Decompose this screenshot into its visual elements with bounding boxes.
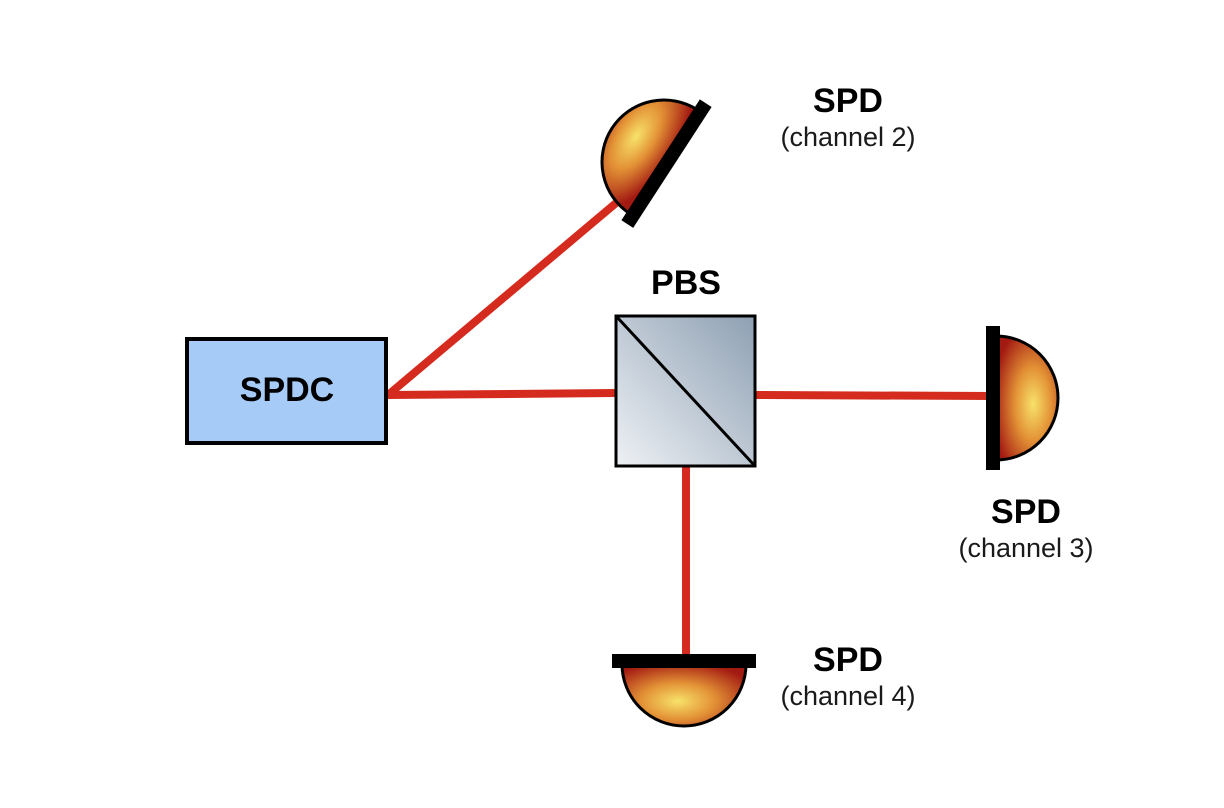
detector-dome <box>994 334 1060 462</box>
beam-paths <box>385 162 995 655</box>
detector-4-name: SPD <box>813 641 883 679</box>
pbs-split-surface <box>614 314 757 468</box>
detector-dome <box>620 662 748 728</box>
detector-3-name: SPD <box>991 493 1061 531</box>
detector-plate <box>986 326 1000 470</box>
detector-plate <box>621 99 712 228</box>
spdc-label: SPDC <box>240 371 334 409</box>
beam-spdc-to-detector-2 <box>385 162 663 399</box>
detector-3-channel: (channel 3) <box>958 533 1093 563</box>
detector-2-channel: (channel 2) <box>780 122 915 152</box>
detector-channel-3: SPD (channel 3) <box>958 326 1094 563</box>
pbs-label: PBS <box>651 264 721 302</box>
pbs-cube: PBS <box>614 264 757 468</box>
spdc-box <box>185 337 388 445</box>
detector-plate <box>612 654 756 668</box>
beam-spdc-to-pbs <box>387 389 617 399</box>
spdc-source: SPDC <box>185 337 388 445</box>
detector-2-name: SPD <box>813 82 883 120</box>
detector-channel-4: SPD (channel 4) <box>612 641 916 728</box>
detector-channel-2: SPD (channel 2) <box>600 82 916 228</box>
detector-dome <box>600 98 700 217</box>
beam-pbs-to-detector-3 <box>755 391 995 400</box>
detector-4-channel: (channel 4) <box>780 681 915 711</box>
